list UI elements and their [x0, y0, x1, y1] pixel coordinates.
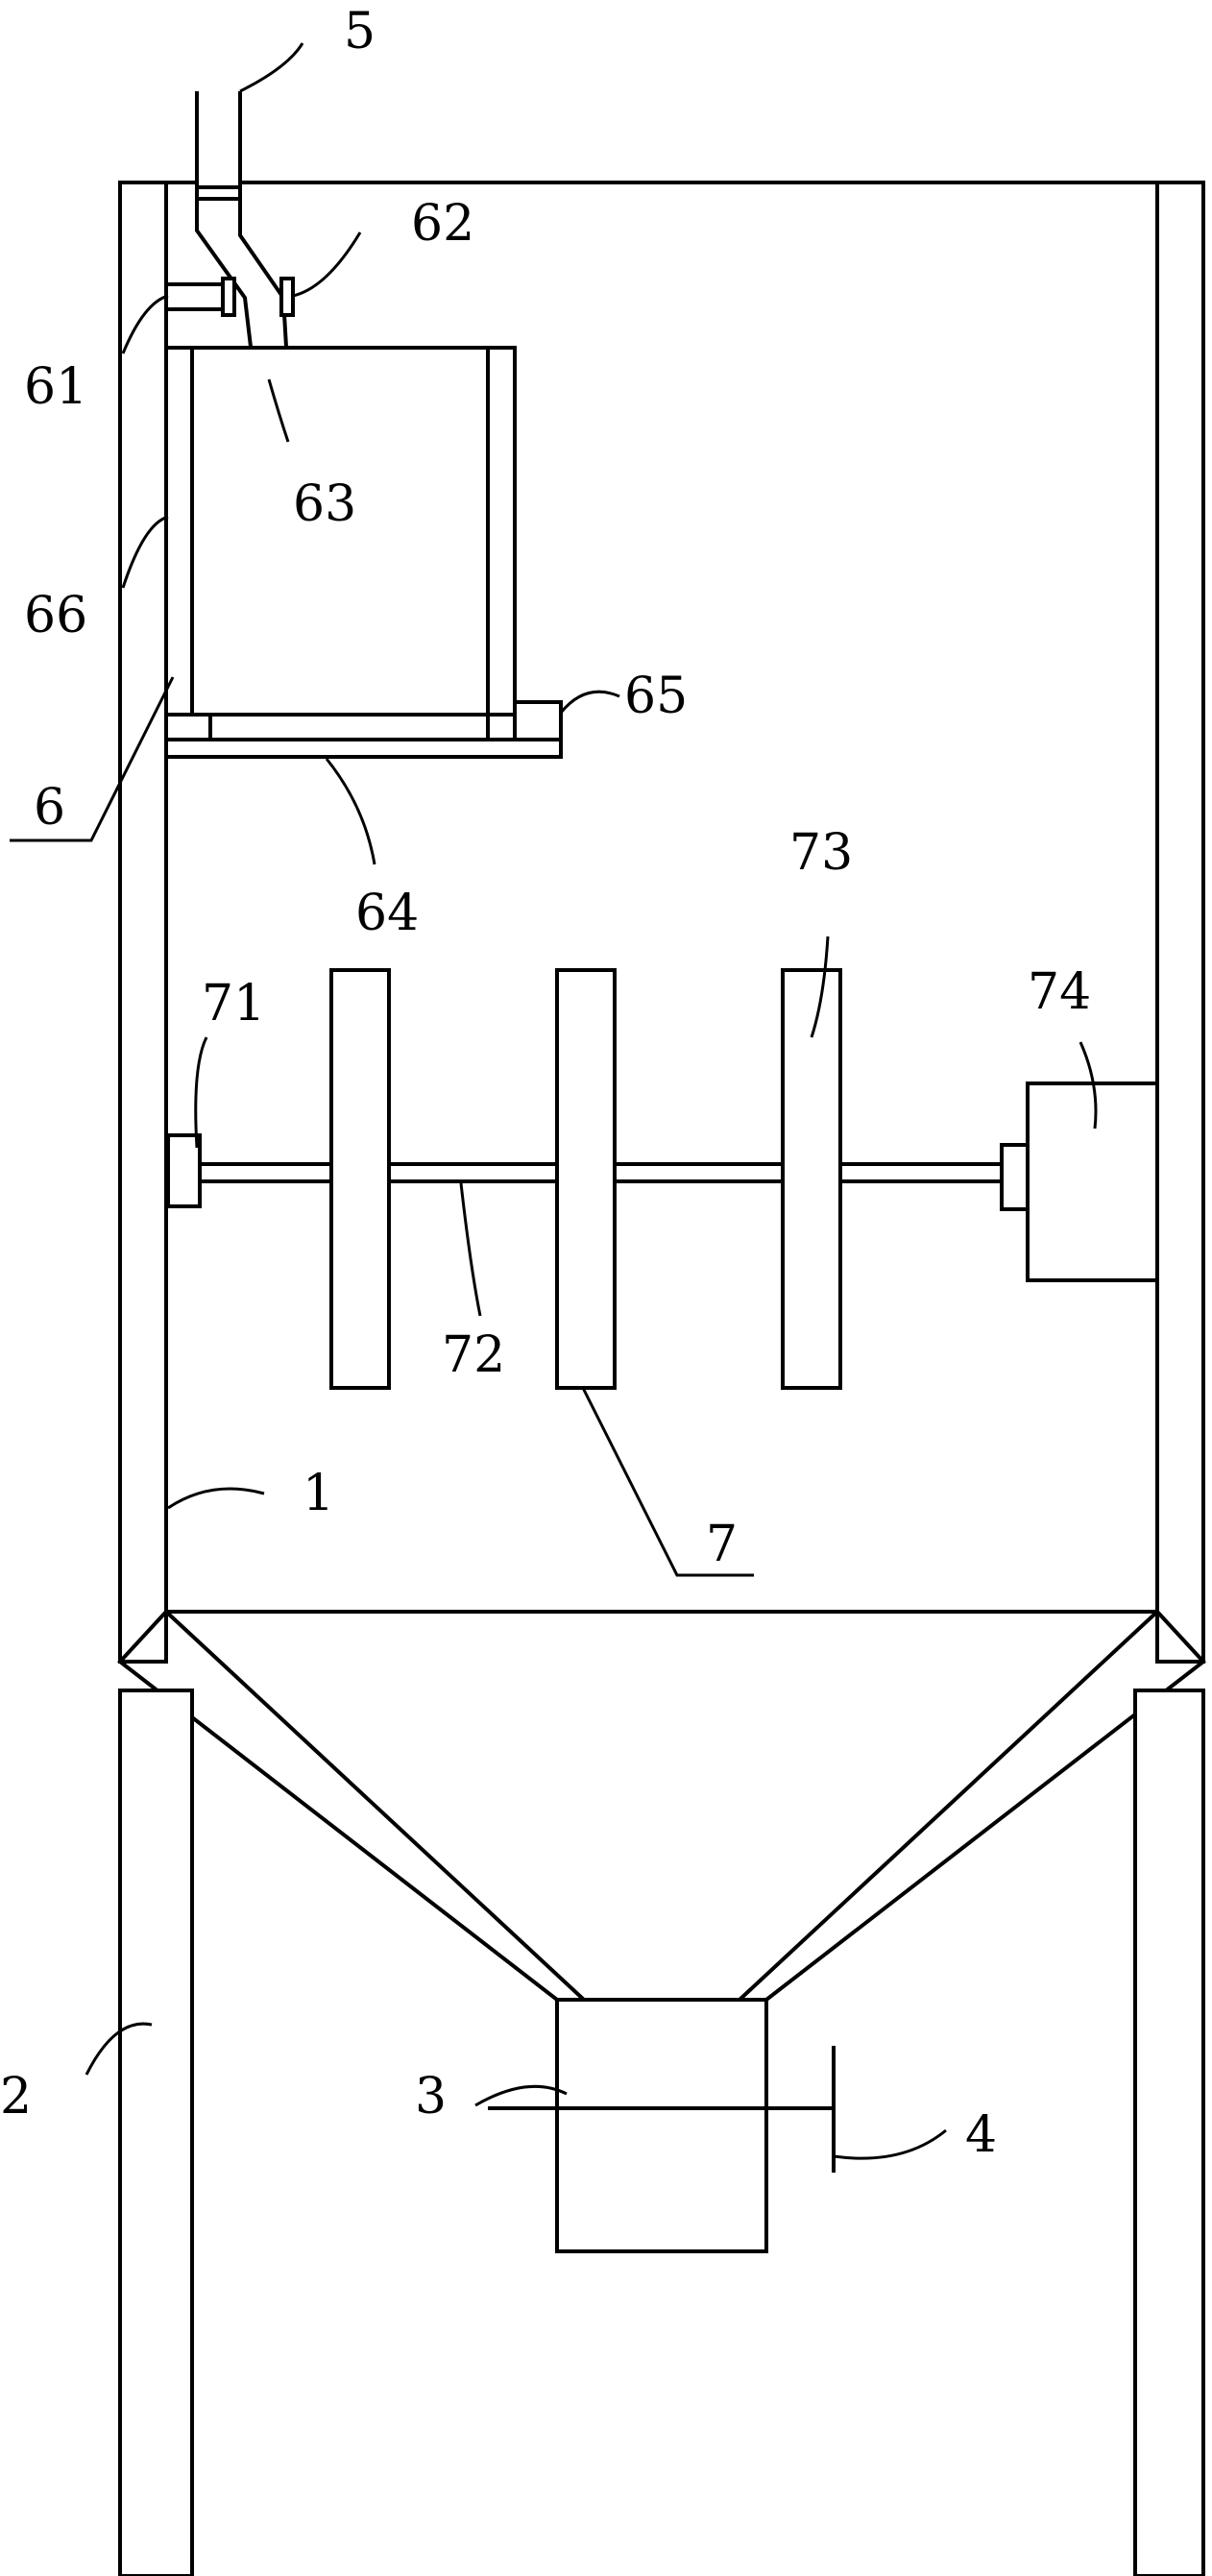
label-62: 62	[411, 195, 474, 253]
right-leg	[1133, 1689, 1205, 2576]
pipe-bracket	[195, 185, 242, 201]
motor-74	[1026, 1081, 1159, 1282]
leader-62	[292, 231, 362, 298]
leader-74	[1079, 1041, 1098, 1130]
leader-65	[559, 690, 620, 714]
label-64: 64	[355, 885, 419, 942]
left-leg	[118, 1689, 194, 2576]
leader-3	[474, 2084, 568, 2107]
leader-7	[581, 1387, 754, 1577]
leader-71	[194, 1036, 208, 1149]
label-63: 63	[293, 475, 356, 533]
label-3: 3	[415, 2068, 447, 2126]
feed-pipe	[195, 91, 291, 381]
label-66: 66	[24, 587, 87, 644]
leader-64	[325, 758, 376, 865]
leader-2	[85, 2022, 153, 2076]
label-65: 65	[624, 668, 688, 725]
leader-63	[267, 378, 290, 443]
valve-flange-61	[221, 277, 236, 317]
paddle-2	[555, 968, 617, 1390]
lug-65	[513, 700, 563, 741]
hopper-right-wall	[486, 346, 517, 741]
leader-73	[810, 936, 830, 1038]
feed-mechanism	[164, 91, 563, 759]
left-wall	[118, 181, 168, 1664]
leader-5	[239, 42, 304, 93]
valve-body-61	[164, 282, 226, 311]
label-7: 7	[706, 1516, 738, 1573]
leader-4	[833, 2128, 947, 2160]
outlet-pipe	[555, 1998, 768, 2253]
support-plate-64	[164, 738, 563, 759]
hopper-bottom	[164, 713, 517, 741]
leader-lines	[10, 42, 1098, 2160]
paddle-3	[781, 968, 842, 1390]
label-61: 61	[24, 358, 87, 416]
paddle-1	[329, 968, 391, 1390]
stirring-mechanism	[166, 968, 1159, 1390]
reference-labels: 5 62 61 63 66 65 6 64 73 74 71 72 1 7 2 …	[0, 3, 1091, 2164]
label-5: 5	[344, 3, 376, 61]
bearing-71	[166, 1133, 202, 1208]
label-71: 71	[202, 975, 265, 1033]
leader-72	[459, 1182, 482, 1317]
leader-61	[121, 294, 169, 354]
right-wall	[1155, 181, 1205, 1664]
leader-1	[167, 1487, 265, 1510]
hopper-cavity	[190, 346, 490, 717]
label-74: 74	[1028, 963, 1091, 1021]
leader-6	[10, 676, 175, 842]
label-6: 6	[34, 779, 65, 837]
leader-66	[121, 515, 169, 589]
label-1: 1	[303, 1465, 334, 1522]
label-73: 73	[789, 824, 853, 882]
label-72: 72	[442, 1326, 505, 1384]
valve-flange-62	[279, 277, 295, 317]
motor-coupling	[1000, 1143, 1030, 1211]
support-legs	[118, 1689, 1205, 2576]
outlet-assembly	[488, 1998, 836, 2253]
label-2: 2	[0, 2068, 32, 2126]
label-4: 4	[965, 2106, 997, 2164]
